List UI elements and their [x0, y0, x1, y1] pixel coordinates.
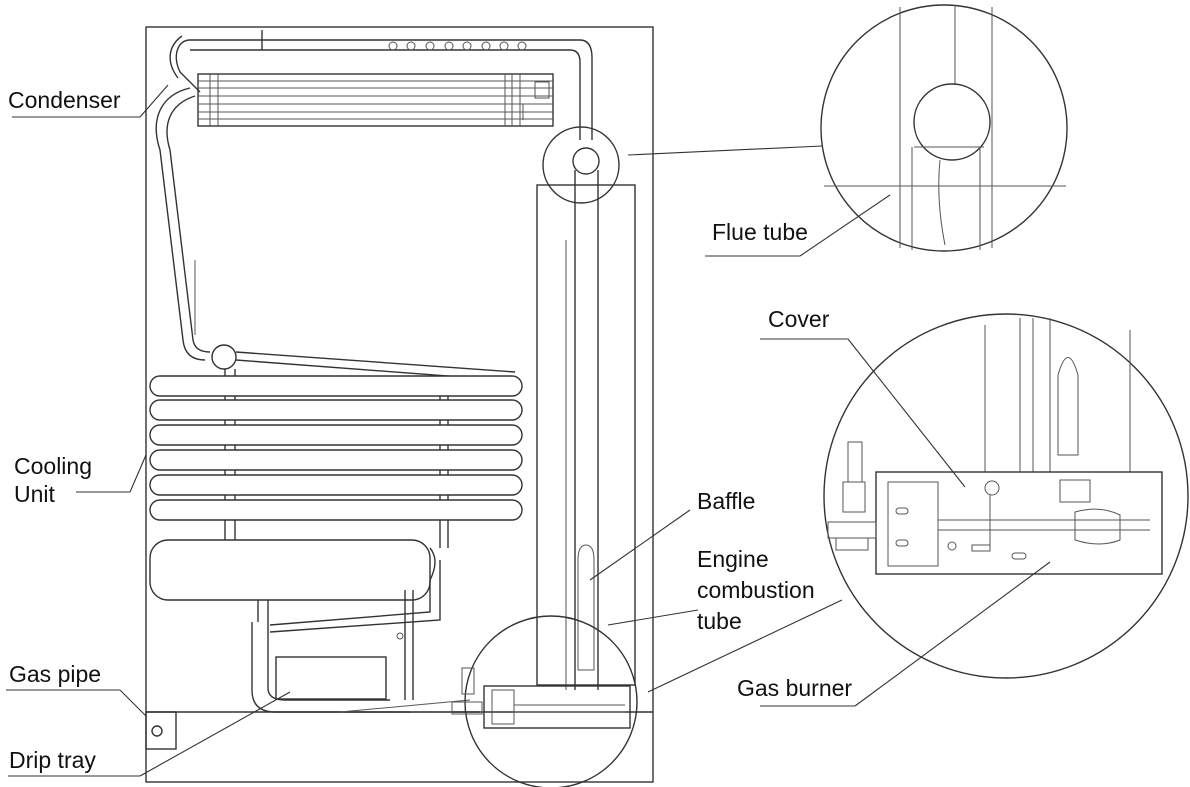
label-cover: Cover: [768, 306, 830, 332]
small-burner: [410, 615, 638, 787]
leader-lines: [6, 84, 1051, 777]
condenser: [155, 30, 593, 151]
burner-detail: [823, 313, 1189, 679]
label-engine-line3: tube: [697, 608, 742, 634]
label-drip-tray: Drip tray: [9, 747, 96, 773]
label-cooling-unit-line1: Cooling: [14, 453, 92, 479]
label-gas-pipe: Gas pipe: [9, 661, 102, 687]
left-pipe: [159, 149, 211, 361]
label-engine-line1: Engine: [697, 546, 769, 572]
drip-tray: [251, 622, 480, 713]
label-cooling-unit-line2: Unit: [14, 481, 55, 507]
label-engine-line2: combustion: [697, 577, 815, 603]
label-gas-burner: Gas burner: [737, 675, 853, 701]
cooling-unit: [149, 344, 523, 700]
label-baffle: Baffle: [697, 488, 756, 514]
flue-tube-detail: [820, 4, 1068, 252]
flue-tube-column: [536, 126, 636, 690]
label-flue-tube: Flue tube: [712, 219, 808, 245]
label-condenser: Condenser: [8, 87, 121, 113]
